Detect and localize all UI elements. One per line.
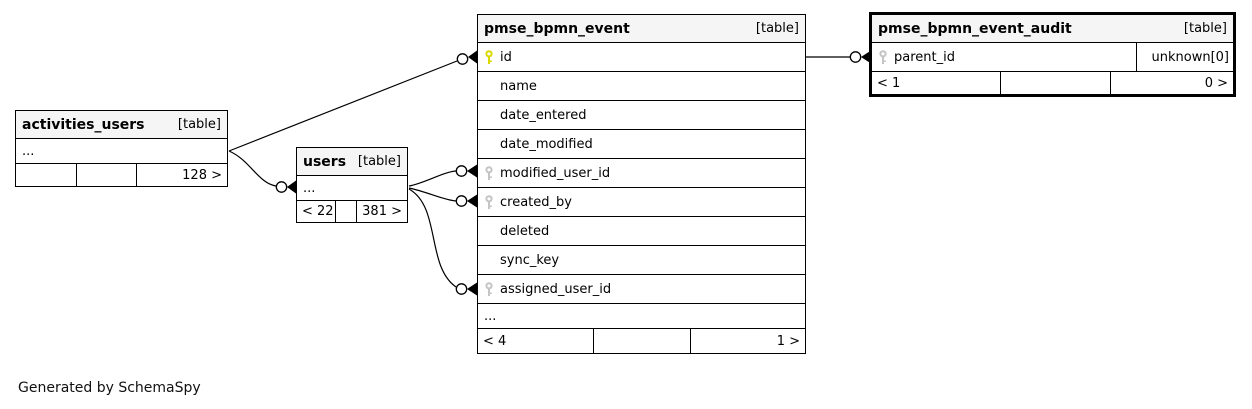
column-row-date-modified: date_modified bbox=[478, 130, 805, 159]
table-footer: < 1 0 > bbox=[872, 72, 1233, 94]
relationship-line bbox=[408, 188, 457, 288]
column-name: name bbox=[500, 78, 537, 94]
zero-marker-icon bbox=[455, 195, 468, 207]
table-name[interactable]: pmse_bpmn_event bbox=[484, 20, 630, 37]
column-name: assigned_user_id bbox=[500, 281, 612, 297]
relationship-line bbox=[408, 170, 457, 187]
relationship-activities-users-to-users bbox=[228, 150, 296, 194]
table-footer: < 4 1 > bbox=[478, 329, 805, 353]
table-header[interactable]: pmse_bpmn_event [table] bbox=[478, 15, 805, 43]
table-node-users[interactable]: users [table] ... < 22 381 > bbox=[296, 147, 408, 223]
key-slot bbox=[478, 281, 500, 297]
column-row-parent-id: parent_id unknown[0] bbox=[872, 43, 1233, 72]
crow-foot-icon bbox=[467, 164, 477, 178]
table-name[interactable]: pmse_bpmn_event_audit bbox=[878, 20, 1072, 37]
table-header[interactable]: activities_users [table] bbox=[16, 111, 227, 139]
key-slot bbox=[478, 165, 500, 181]
relationship-activities-users-to-pmse-bpmn-event-id bbox=[228, 50, 477, 152]
key-slot bbox=[478, 49, 500, 65]
column-row-modified-user-id: modified_user_id bbox=[478, 159, 805, 188]
zero-marker-icon bbox=[455, 283, 468, 295]
footer-parents-count: < 22 bbox=[302, 204, 334, 219]
table-name[interactable]: users bbox=[303, 153, 347, 170]
schemaspy-credit-text: Generated by SchemaSpy bbox=[18, 380, 201, 396]
table-type-label: [table] bbox=[357, 154, 401, 169]
foreign-key-icon bbox=[485, 194, 493, 209]
crow-foot-icon bbox=[861, 50, 871, 64]
columns-ellipsis-row: ... bbox=[297, 176, 407, 201]
footer-children-count: 1 > bbox=[690, 329, 805, 353]
foreign-key-icon bbox=[879, 49, 887, 64]
relationship-users-to-pmse-bpmn-event-assigned-user-id bbox=[408, 188, 477, 296]
crow-foot-icon bbox=[287, 180, 296, 194]
columns-ellipsis-row: ... bbox=[478, 304, 805, 329]
key-slot bbox=[478, 194, 500, 210]
zero-marker-icon bbox=[456, 53, 469, 65]
crow-foot-icon bbox=[467, 194, 477, 208]
relationship-line bbox=[228, 150, 277, 187]
column-name: date_modified bbox=[500, 136, 593, 152]
table-header[interactable]: pmse_bpmn_event_audit [table] bbox=[872, 15, 1233, 43]
column-name: parent_id bbox=[894, 49, 955, 65]
table-header[interactable]: users [table] bbox=[297, 148, 407, 176]
table-type-label: [table] bbox=[755, 21, 799, 36]
foreign-key-icon bbox=[485, 281, 493, 296]
table-node-pmse-bpmn-event[interactable]: pmse_bpmn_event [table] id name date_ent… bbox=[477, 14, 806, 354]
table-type-label: [table] bbox=[177, 117, 221, 132]
key-slot bbox=[872, 49, 894, 65]
crow-foot-icon bbox=[468, 50, 477, 64]
columns-ellipsis-row: ... bbox=[16, 139, 227, 164]
primary-key-icon bbox=[485, 49, 493, 64]
column-row-sync-key: sync_key bbox=[478, 246, 805, 275]
column-name: date_entered bbox=[500, 107, 587, 123]
foreign-key-icon bbox=[485, 165, 493, 180]
relationship-line bbox=[408, 187, 457, 202]
column-name: deleted bbox=[500, 223, 550, 239]
zero-marker-icon bbox=[849, 51, 862, 63]
footer-parents-count: < 1 bbox=[877, 75, 901, 91]
footer-middle-cell bbox=[76, 164, 136, 186]
table-footer: 128 > bbox=[16, 164, 227, 186]
relationship-pmse-bpmn-event-id-to-audit-parent-id bbox=[806, 50, 871, 64]
table-node-pmse-bpmn-event-audit[interactable]: pmse_bpmn_event_audit [table] parent_id … bbox=[869, 12, 1236, 97]
column-row-name: name bbox=[478, 72, 805, 101]
ellipsis-label: ... bbox=[303, 180, 316, 196]
table-footer: < 22 381 > bbox=[297, 201, 407, 222]
crow-foot-icon bbox=[467, 282, 477, 296]
footer-children-count: 381 > bbox=[356, 201, 407, 222]
footer-middle-cell bbox=[1000, 72, 1110, 94]
table-node-activities-users[interactable]: activities_users [table] ... 128 > bbox=[15, 110, 228, 187]
column-row-deleted: deleted bbox=[478, 217, 805, 246]
column-row-id: id bbox=[478, 43, 805, 72]
footer-middle-cell bbox=[335, 201, 356, 222]
column-row-assigned-user-id: assigned_user_id bbox=[478, 275, 805, 304]
column-name: created_by bbox=[500, 194, 572, 210]
column-name: sync_key bbox=[500, 252, 560, 268]
table-type-label: [table] bbox=[1183, 21, 1227, 36]
zero-marker-icon bbox=[275, 181, 288, 193]
column-row-date-entered: date_entered bbox=[478, 101, 805, 130]
footer-children-count: 0 > bbox=[1110, 72, 1233, 94]
footer-children-count: 128 > bbox=[136, 164, 227, 186]
table-name[interactable]: activities_users bbox=[22, 116, 145, 133]
column-type-annotation: unknown[0] bbox=[1136, 43, 1233, 71]
footer-middle-cell bbox=[593, 329, 690, 353]
relationship-line bbox=[228, 60, 458, 152]
column-row-created-by: created_by bbox=[478, 188, 805, 217]
relationship-users-to-pmse-bpmn-event-modified-user-id bbox=[408, 164, 477, 187]
zero-marker-icon bbox=[455, 165, 468, 177]
ellipsis-label: ... bbox=[22, 143, 35, 159]
column-name: modified_user_id bbox=[500, 165, 611, 181]
column-name: id bbox=[500, 49, 512, 65]
footer-parents-count bbox=[16, 164, 76, 186]
ellipsis-label: ... bbox=[484, 308, 497, 324]
relationship-users-to-pmse-bpmn-event-created-by bbox=[408, 187, 477, 208]
footer-parents-count: < 4 bbox=[483, 333, 507, 349]
